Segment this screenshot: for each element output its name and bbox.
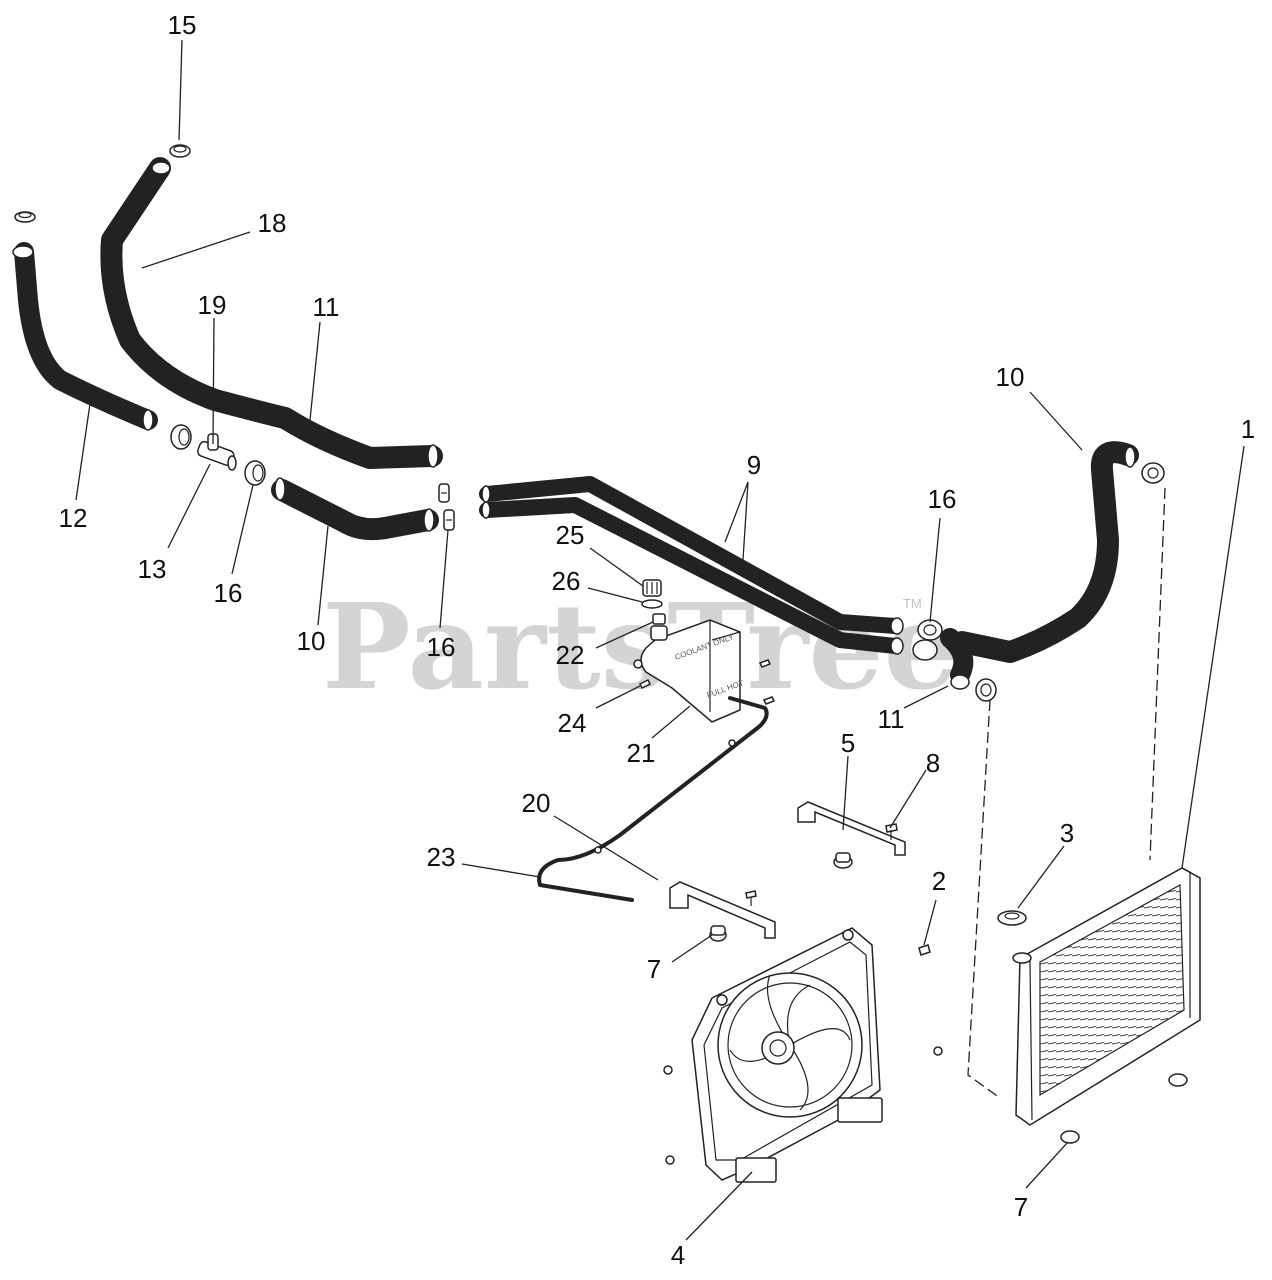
radiator-1[interactable]: [1015, 867, 1201, 1126]
callout-26: 26: [552, 566, 581, 596]
callout-19: 19: [198, 290, 227, 320]
grommet-7-left[interactable]: [709, 925, 727, 942]
callout-1: 1: [1241, 414, 1255, 444]
callout-16-right: 16: [928, 484, 957, 514]
hose-clamp-16-left[interactable]: [244, 460, 266, 486]
callout-5: 5: [841, 728, 855, 758]
callouts: 15 18 19 11 12 13 16 10 16 9 10 16 11 25…: [59, 10, 1256, 1270]
leader-lines: [75, 39, 1245, 1241]
grommet-7-right[interactable]: [1168, 1073, 1188, 1087]
bracket-lower[interactable]: [669, 881, 776, 939]
routing-lines: [967, 487, 1166, 1099]
callout-7-bottom: 7: [1014, 1192, 1028, 1222]
callout-8: 8: [926, 748, 940, 778]
hose-clamp-top-left[interactable]: [14, 211, 36, 223]
callout-13: 11: [313, 292, 340, 322]
callout-15: 13: [138, 554, 167, 584]
hose-18[interactable]: [100, 157, 443, 469]
callout-11: 11: [878, 704, 905, 734]
bolt-lower[interactable]: [745, 890, 757, 906]
fastener-2[interactable]: [918, 944, 931, 956]
callout-22: 22: [556, 640, 585, 670]
reservoir-neck-22[interactable]: [650, 613, 668, 641]
hose-clamp-17[interactable]: [169, 144, 191, 158]
grommet-7-bottom[interactable]: [1060, 1130, 1080, 1144]
hose-clamp-11[interactable]: [975, 678, 997, 702]
bolt-8[interactable]: [885, 823, 898, 840]
callout-7-left: 7: [647, 954, 661, 984]
callout-17: 15: [168, 10, 197, 40]
tee-fitting-19[interactable]: [196, 433, 237, 471]
callout-23: 23: [427, 842, 456, 872]
hose-11[interactable]: [940, 628, 974, 690]
screws-24[interactable]: [638, 659, 776, 705]
radiator-cap-3[interactable]: [997, 910, 1032, 964]
callout-2: 2: [932, 866, 946, 896]
hose-12[interactable]: [271, 477, 439, 541]
coolant-reservoir-21[interactable]: COOLANT ONLY FULL HOT: [633, 619, 745, 723]
grommet-7-top[interactable]: [833, 852, 853, 869]
reservoir-cap-25[interactable]: [642, 579, 662, 597]
fasteners-fan[interactable]: [663, 1046, 943, 1165]
hose-14[interactable]: [12, 242, 158, 431]
hose-clamp-15[interactable]: [170, 424, 192, 450]
callout-18: 18: [258, 208, 287, 238]
hose-clamp-16-right[interactable]: [912, 619, 943, 661]
overflow-tube-20[interactable]: [537, 696, 769, 902]
callout-4: 4: [671, 1240, 685, 1270]
callout-10: 10: [996, 362, 1025, 392]
callout-25: 25: [556, 520, 585, 550]
callout-3: 3: [1060, 818, 1074, 848]
hose-clamp-10[interactable]: [1141, 462, 1165, 484]
callout-14: 12: [59, 503, 88, 533]
coolant-tubes-9[interactable]: [479, 476, 904, 655]
callout-21: 21: [627, 738, 656, 768]
hose-clamp-16-center[interactable]: [438, 483, 455, 531]
callout-20: 20: [522, 788, 551, 818]
callout-24: 24: [558, 708, 587, 738]
callout-9: 9: [747, 450, 761, 480]
hose-10[interactable]: [951, 441, 1139, 663]
watermark-trademark: TM: [903, 596, 922, 611]
cap-gasket-26[interactable]: [641, 599, 663, 609]
bracket-5-upper[interactable]: [797, 801, 906, 856]
callout-12: 10: [297, 626, 326, 656]
callout-16-left: 16: [214, 578, 243, 608]
fan-assembly-4[interactable]: [691, 927, 883, 1183]
callout-16-center: 16: [427, 632, 456, 662]
